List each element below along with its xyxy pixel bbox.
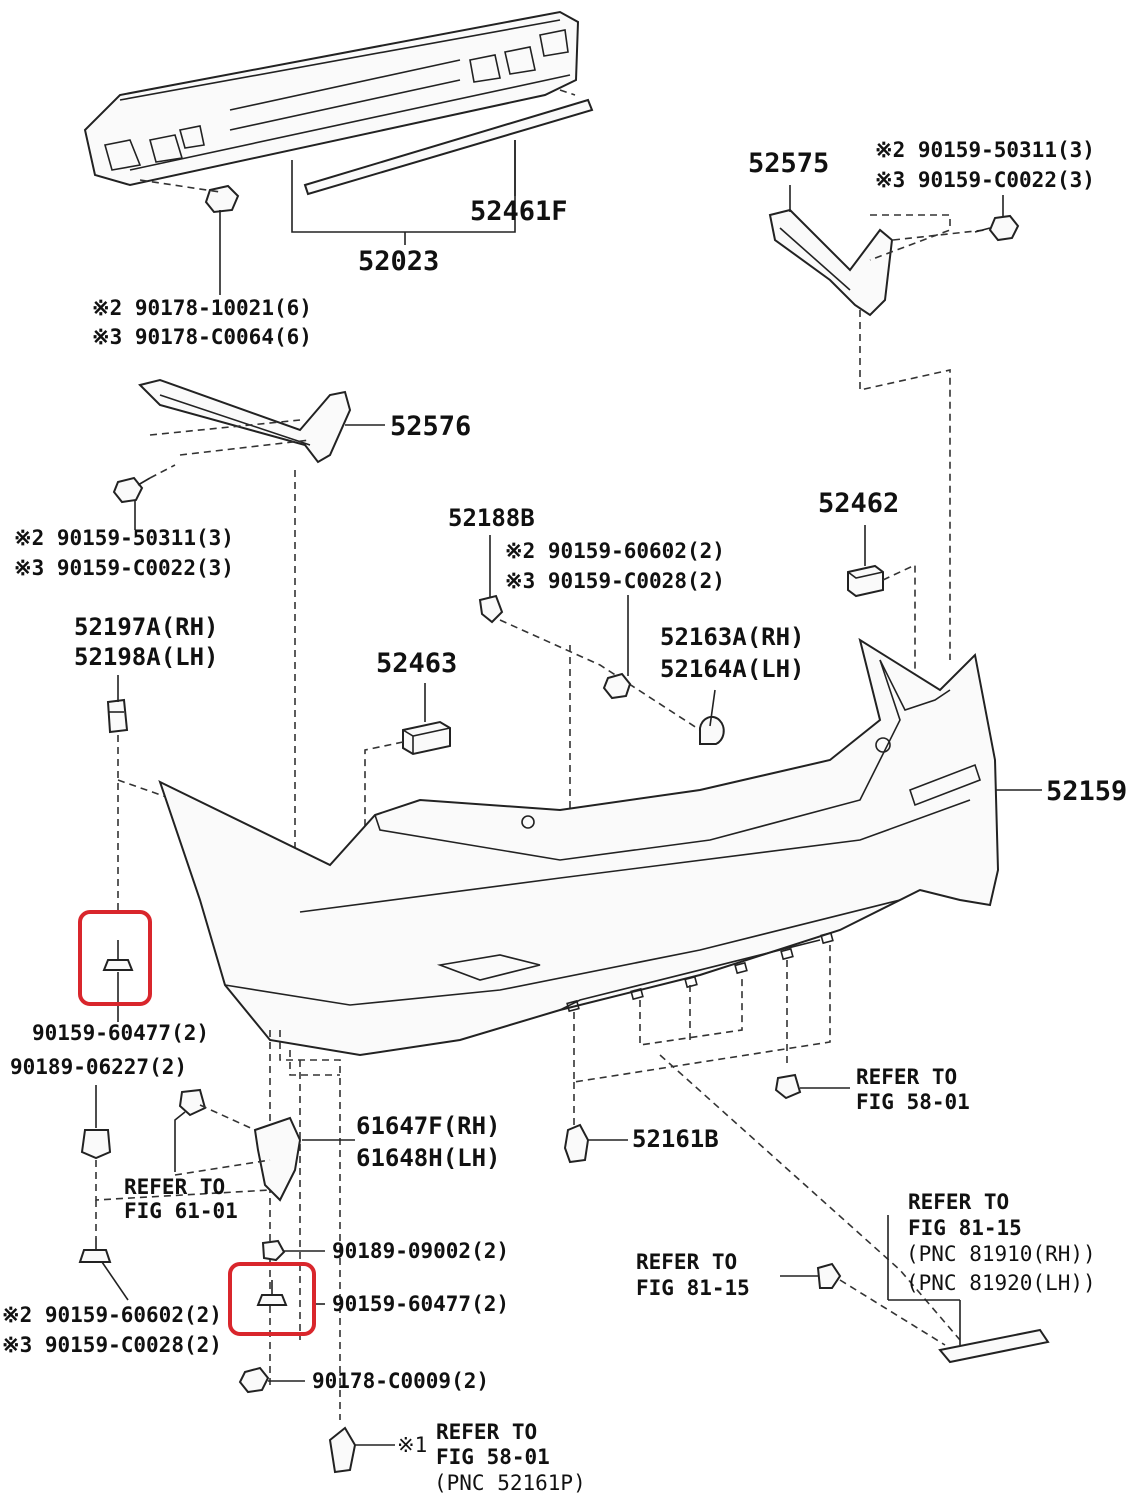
- ref-fig-81-15-center: FIG 81-15: [636, 1276, 750, 1300]
- highlight-box-screw-left: [78, 910, 152, 1006]
- bolt-icon: [974, 214, 1020, 242]
- bolt-icon: [602, 672, 632, 700]
- pad-52463: [402, 720, 451, 756]
- part-label-52197a: 52197A(RH): [74, 613, 219, 641]
- part-label-52463: 52463: [376, 648, 458, 679]
- callout-bolt-c0028-lower: ※3 90159-C0028(2): [2, 1333, 222, 1357]
- screw-icon: [256, 1280, 288, 1306]
- ref-refer-to-81-15-right: REFER TO: [908, 1190, 1010, 1214]
- part-label-52576: 52576: [390, 411, 472, 442]
- ref-pnc-81920: (PNC 81920(LH)): [906, 1271, 1096, 1295]
- ref-fig-61-01: FIG 61-01: [124, 1199, 238, 1223]
- callout-nut-c0009: 90178-C0009(2): [312, 1369, 490, 1393]
- callout-nut-10021: ※2 90178-10021(6): [92, 296, 312, 320]
- callout-clip-06227: 90189-06227(2): [10, 1055, 188, 1079]
- clip-icon: [261, 1239, 286, 1262]
- ref-pnc-81910: (PNC 81910(RH)): [906, 1242, 1096, 1266]
- clip-icon: [774, 1073, 802, 1100]
- callout-bolt-50311-upper: ※2 90159-50311(3): [875, 138, 1095, 162]
- callout-clip-09002: 90189-09002(2): [332, 1239, 510, 1263]
- ref-refer-to-61-01: REFER TO: [124, 1175, 226, 1199]
- retainer-icon: [106, 698, 129, 734]
- callout-bolt-c0022-lower: ※3 90159-C0022(3): [14, 556, 234, 580]
- bolt-icon: [112, 476, 151, 504]
- clip-icon: [80, 1129, 112, 1160]
- reflector-icon: [938, 1328, 1050, 1364]
- part-label-52461f: 52461F: [470, 196, 568, 227]
- clip-icon: [816, 1262, 842, 1289]
- part-label-52575: 52575: [748, 148, 830, 179]
- part-label-52023: 52023: [358, 246, 440, 277]
- callout-bolt-50311-lower: ※2 90159-50311(3): [14, 526, 234, 550]
- pad-52462: [847, 564, 884, 598]
- ref-fig-58-01-right: FIG 58-01: [856, 1090, 970, 1114]
- nut-icon: [204, 184, 240, 214]
- callout-bolt-c0028-center: ※3 90159-C0028(2): [505, 569, 725, 593]
- mudflap-61647f: [253, 1116, 302, 1202]
- part-label-61648h: 61648H(LH): [356, 1144, 501, 1172]
- reinforcement-strip: [303, 98, 594, 196]
- highlight-box-screw-lower: [228, 1262, 316, 1336]
- ref-fig-81-15-right: FIG 81-15: [908, 1216, 1022, 1240]
- ref-pnc-52161p: (PNC 52161P): [434, 1471, 586, 1495]
- bracket-52575: [768, 208, 894, 317]
- screw-icon: [102, 940, 134, 971]
- clip-52161b: [563, 1123, 590, 1164]
- ref-fig-58-01-bottom: FIG 58-01: [436, 1445, 550, 1469]
- clip-icon: [178, 1088, 207, 1117]
- part-label-61647f: 61647F(RH): [356, 1112, 501, 1140]
- ref-refer-to-81-15-center: REFER TO: [636, 1250, 738, 1274]
- bumper-slots: [566, 931, 834, 1013]
- part-label-52188b: 52188B: [448, 504, 535, 532]
- part-label-52163a: 52163A(RH): [660, 623, 805, 651]
- part-label-52198a: 52198A(LH): [74, 643, 219, 671]
- callout-nut-c0064: ※3 90178-C0064(6): [92, 325, 312, 349]
- callout-screw-60477-left: 90159-60477(2): [32, 1021, 210, 1045]
- part-label-52462: 52462: [818, 488, 900, 519]
- ref-refer-to-58-01-right: REFER TO: [856, 1065, 958, 1089]
- callout-bolt-c0022-upper: ※3 90159-C0022(3): [875, 168, 1095, 192]
- bolt-icon: [78, 1238, 112, 1263]
- ref-note-mark: ※1: [397, 1433, 428, 1457]
- bumper-reinforcement: [83, 10, 580, 187]
- callout-screw-60477-lower: 90159-60477(2): [332, 1292, 510, 1316]
- bumper-cover-52159: [158, 637, 1000, 1057]
- clip-52188b: [478, 594, 504, 624]
- ref-refer-to-58-01-bottom: REFER TO: [436, 1420, 538, 1444]
- part-label-52164a: 52164A(LH): [660, 655, 805, 683]
- bracket-52576: [138, 378, 352, 464]
- callout-bolt-60602-lower: ※2 90159-60602(2): [2, 1303, 222, 1327]
- clip-icon: [328, 1426, 357, 1474]
- part-label-52159: 52159: [1046, 776, 1128, 807]
- part-label-52161b: 52161B: [632, 1125, 719, 1153]
- cover-52163a: [699, 715, 725, 745]
- callout-bolt-60602-center: ※2 90159-60602(2): [505, 539, 725, 563]
- nut-icon: [238, 1366, 270, 1394]
